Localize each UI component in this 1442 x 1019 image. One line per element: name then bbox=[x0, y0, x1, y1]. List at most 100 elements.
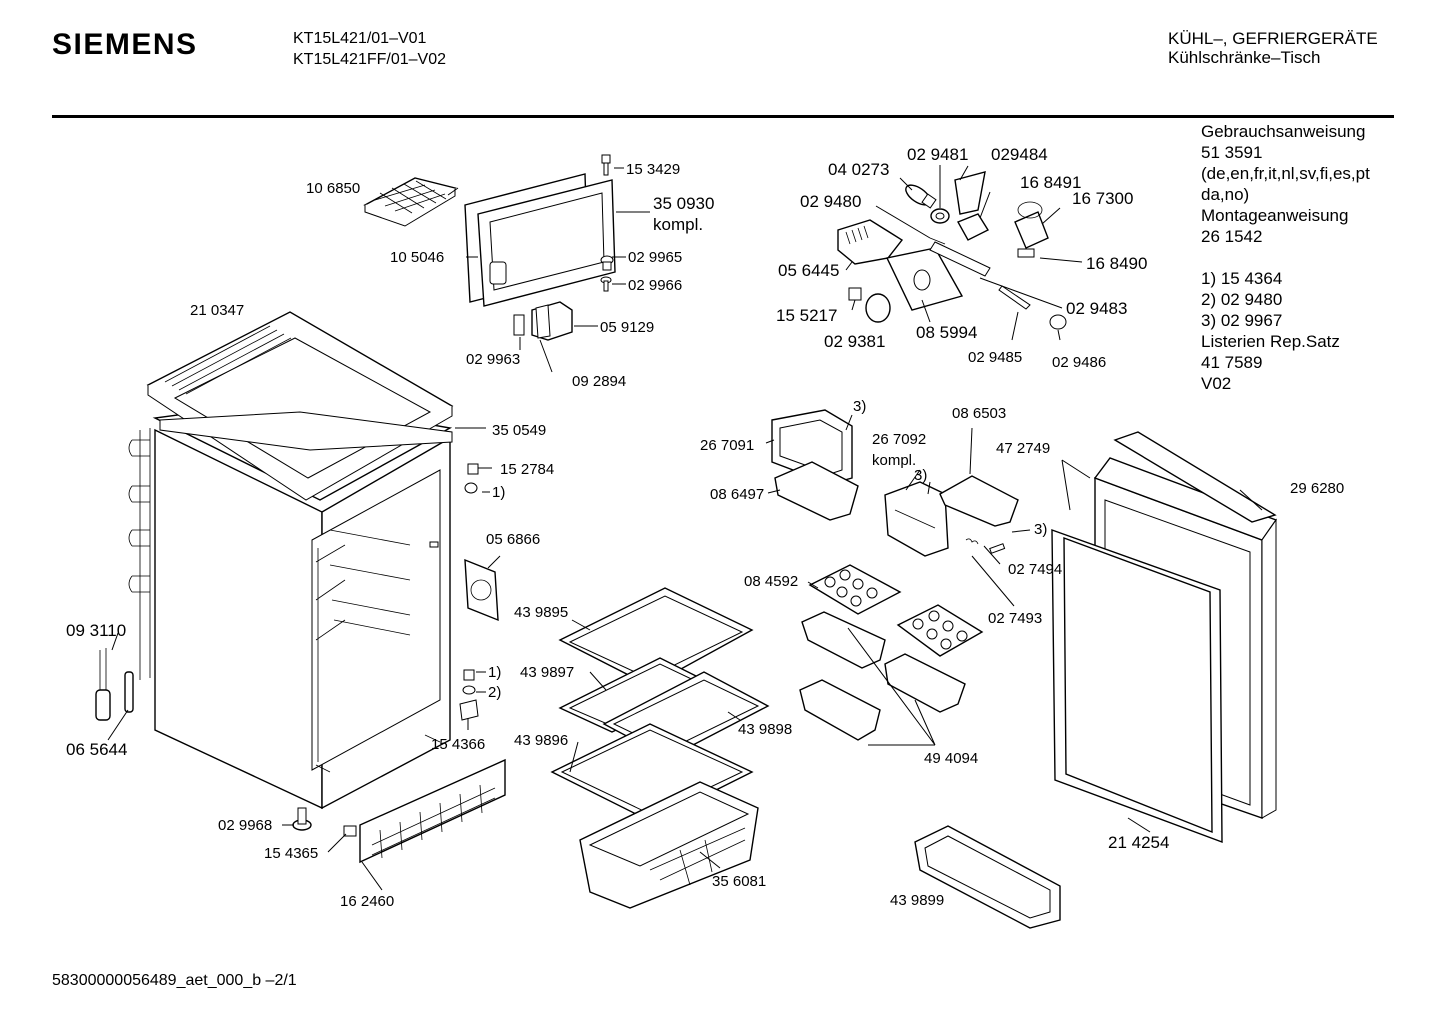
label-ref-2: 2) bbox=[488, 684, 501, 701]
side-line-languages-cont: da,no) bbox=[1201, 185, 1250, 204]
label-154365: 15 4365 bbox=[264, 845, 318, 862]
label-040273: 04 0273 bbox=[828, 160, 889, 179]
door-hinge bbox=[513, 301, 573, 341]
label-029485: 02 9485 bbox=[968, 349, 1022, 366]
side-line-version: V02 bbox=[1201, 374, 1232, 393]
label-152784: 15 2784 bbox=[500, 461, 554, 478]
label-439896: 43 9896 bbox=[514, 732, 568, 749]
header-divider bbox=[52, 115, 1394, 118]
egg-tray-084592 bbox=[808, 564, 902, 615]
label-056445: 05 6445 bbox=[778, 261, 839, 280]
label-439897: 43 9897 bbox=[520, 664, 574, 681]
label-439895: 43 9895 bbox=[514, 604, 568, 621]
model-number-v02: KT15L421FF/01–V02 bbox=[293, 51, 446, 68]
label-210347: 21 0347 bbox=[190, 302, 244, 319]
label-350930: 35 0930 bbox=[653, 194, 714, 213]
label-kompl-267092: kompl. bbox=[872, 452, 916, 469]
egg-compartment-267092 bbox=[884, 481, 949, 557]
side-line-repair-kit: Listerien Rep.Satz bbox=[1201, 332, 1340, 351]
drain-parts-093110 bbox=[95, 648, 134, 721]
label-086503: 08 6503 bbox=[952, 405, 1006, 422]
label-029483: 02 9483 bbox=[1066, 299, 1127, 318]
label-154366: 15 4366 bbox=[431, 736, 485, 753]
label-029486: 02 9486 bbox=[1052, 354, 1106, 371]
label-439898: 43 9898 bbox=[738, 721, 792, 738]
label-ref-3-butter: 3) bbox=[853, 398, 866, 415]
side-line-install-number: 26 1542 bbox=[1201, 227, 1263, 246]
vegetable-crisper-drawer bbox=[579, 781, 759, 909]
label-086497: 08 6497 bbox=[710, 486, 764, 503]
label-029381: 02 9381 bbox=[824, 332, 885, 351]
label-106850: 10 6850 bbox=[306, 180, 360, 197]
butter-tray-086497 bbox=[774, 461, 859, 521]
refrigerator-door bbox=[1051, 431, 1278, 844]
label-214254: 21 4254 bbox=[1108, 833, 1169, 852]
label-059129: 05 9129 bbox=[600, 319, 654, 336]
label-ref-3-egg: 3) bbox=[914, 467, 927, 484]
clip-154365 bbox=[343, 825, 357, 837]
label-296280: 29 6280 bbox=[1290, 480, 1344, 497]
document-footer-id: 58300000056489_aet_000_b –2/1 bbox=[52, 972, 297, 989]
compartment-lid-086503 bbox=[939, 475, 1019, 527]
label-439899: 43 9899 bbox=[890, 892, 944, 909]
freezer-compartment-door bbox=[464, 173, 616, 307]
side-line-ref-2: 2) 02 9480 bbox=[1201, 290, 1283, 309]
model-number-v01: KT15L421/01–V01 bbox=[293, 30, 427, 47]
side-line-ref-3: 3) 02 9967 bbox=[1201, 311, 1283, 330]
label-356081: 35 6081 bbox=[712, 873, 766, 890]
thermostat-light-assembly bbox=[837, 171, 1067, 330]
part-labels: 10 6850 15 3429 35 0930 kompl. 10 5046 0… bbox=[66, 145, 1344, 910]
side-line-repair-kit-number: 41 7589 bbox=[1201, 353, 1263, 372]
glass-shelf-439896 bbox=[550, 723, 754, 823]
label-267092: 26 7092 bbox=[872, 431, 926, 448]
label-029480: 02 9480 bbox=[800, 192, 861, 211]
label-ref-1-top: 1) bbox=[492, 484, 505, 501]
label-168490: 16 8490 bbox=[1086, 254, 1147, 273]
door-bin-494094-b bbox=[884, 653, 966, 713]
label-kompl-350930: kompl. bbox=[653, 215, 703, 234]
label-494094: 49 4094 bbox=[924, 750, 978, 767]
top-strip bbox=[159, 411, 453, 451]
label-153429: 15 3429 bbox=[626, 161, 680, 178]
side-line-manual-number: 51 3591 bbox=[1201, 143, 1263, 162]
label-056866: 05 6866 bbox=[486, 531, 540, 548]
gasket-plate-056866 bbox=[464, 558, 499, 622]
label-ref-1-bottom: 1) bbox=[488, 664, 501, 681]
side-line-manual: Gebrauchsanweisung bbox=[1201, 122, 1366, 141]
category-subtitle: Kühlschränke–Tisch bbox=[1168, 48, 1321, 67]
category-title: KÜHL–, GEFRIERGERÄTE bbox=[1168, 29, 1378, 48]
label-085994: 08 5994 bbox=[916, 323, 977, 342]
side-line-languages: (de,en,fr,it,nl,sv,fi,es,pt bbox=[1201, 164, 1370, 183]
label-092894: 09 2894 bbox=[572, 373, 626, 390]
hinge-bolts bbox=[459, 463, 479, 721]
bottle-shelf-439899 bbox=[914, 825, 1061, 929]
label-093110: 09 3110 bbox=[66, 621, 126, 640]
label-029481: 02 9481 bbox=[907, 145, 968, 164]
label-162460: 16 2460 bbox=[340, 893, 394, 910]
label-029963: 02 9963 bbox=[466, 351, 520, 368]
screw-027494 bbox=[965, 538, 1006, 554]
label-029484: 029484 bbox=[991, 145, 1048, 164]
label-168491: 16 8491 bbox=[1020, 173, 1081, 192]
side-info: Gebrauchsanweisung 51 3591 (de,en,fr,it,… bbox=[1201, 121, 1370, 394]
label-029965: 02 9965 bbox=[628, 249, 682, 266]
label-267091: 26 7091 bbox=[700, 437, 754, 454]
door-bin-494094-c bbox=[799, 679, 881, 741]
door-bin-494094-a bbox=[801, 611, 886, 669]
label-ref-3-door: 3) bbox=[1034, 521, 1047, 538]
label-105046: 10 5046 bbox=[390, 249, 444, 266]
label-350549: 35 0549 bbox=[492, 422, 546, 439]
label-027494: 02 7494 bbox=[1008, 561, 1062, 578]
label-029966: 02 9966 bbox=[628, 277, 682, 294]
kick-plate-grille-162460 bbox=[359, 758, 506, 864]
side-line-ref-1: 1) 15 4364 bbox=[1201, 269, 1283, 288]
egg-tray-second bbox=[896, 604, 984, 657]
ice-cube-tray bbox=[363, 177, 457, 227]
label-029968: 02 9968 bbox=[218, 817, 272, 834]
glass-shelf-439895 bbox=[558, 587, 754, 687]
label-472749: 47 2749 bbox=[996, 440, 1050, 457]
side-line-install-manual: Montageanweisung bbox=[1201, 206, 1349, 225]
label-027493: 02 7493 bbox=[988, 610, 1042, 627]
brand-logo: SIEMENS bbox=[52, 28, 198, 61]
